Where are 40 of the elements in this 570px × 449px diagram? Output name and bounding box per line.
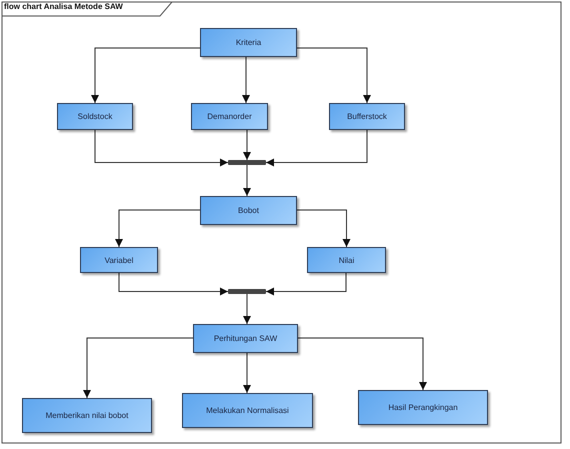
join-bar (228, 289, 266, 294)
arrow (243, 294, 251, 324)
arrow (118, 272, 228, 296)
box-label: Bufferstock (347, 112, 387, 121)
activity-box (182, 393, 313, 428)
box-label: Kriteria (236, 38, 262, 47)
box-label: Demanorder (207, 112, 252, 121)
activity-box (307, 247, 386, 273)
activity-box (329, 103, 405, 130)
arrow (243, 164, 251, 196)
arrow (115, 210, 200, 248)
arrow (266, 130, 368, 166)
activity-box (200, 196, 297, 225)
box-label: Nilai (338, 256, 354, 264)
arrow (83, 338, 194, 398)
activity-box (191, 103, 268, 130)
arrow (243, 130, 251, 160)
arrow (91, 48, 200, 104)
activity-box (193, 324, 298, 353)
diagram-title: flow chart Analisa Metode SAW (4, 2, 123, 11)
box-label: Memberikan nilai bobot (46, 411, 128, 420)
arrow (298, 338, 427, 390)
activity-box (22, 398, 152, 433)
arrow (296, 48, 371, 104)
box-label: Hasil Perangkingan (388, 403, 458, 412)
arrow (296, 210, 350, 248)
arrow (243, 352, 251, 394)
box-label: Soldstock (78, 112, 112, 121)
join-bar (228, 160, 266, 165)
box-label: Bobot (238, 206, 259, 215)
box-label: Perhitungan SAW (214, 334, 278, 343)
activity-box (57, 103, 133, 130)
box-label: Melakukan Normalisasi (206, 406, 289, 415)
arrow (94, 130, 228, 166)
arrow (242, 56, 250, 104)
box-label: Variabel (104, 256, 134, 264)
activity-box (80, 247, 158, 273)
activity-box (358, 390, 488, 425)
arrow (266, 272, 346, 296)
activity-box (200, 28, 297, 57)
